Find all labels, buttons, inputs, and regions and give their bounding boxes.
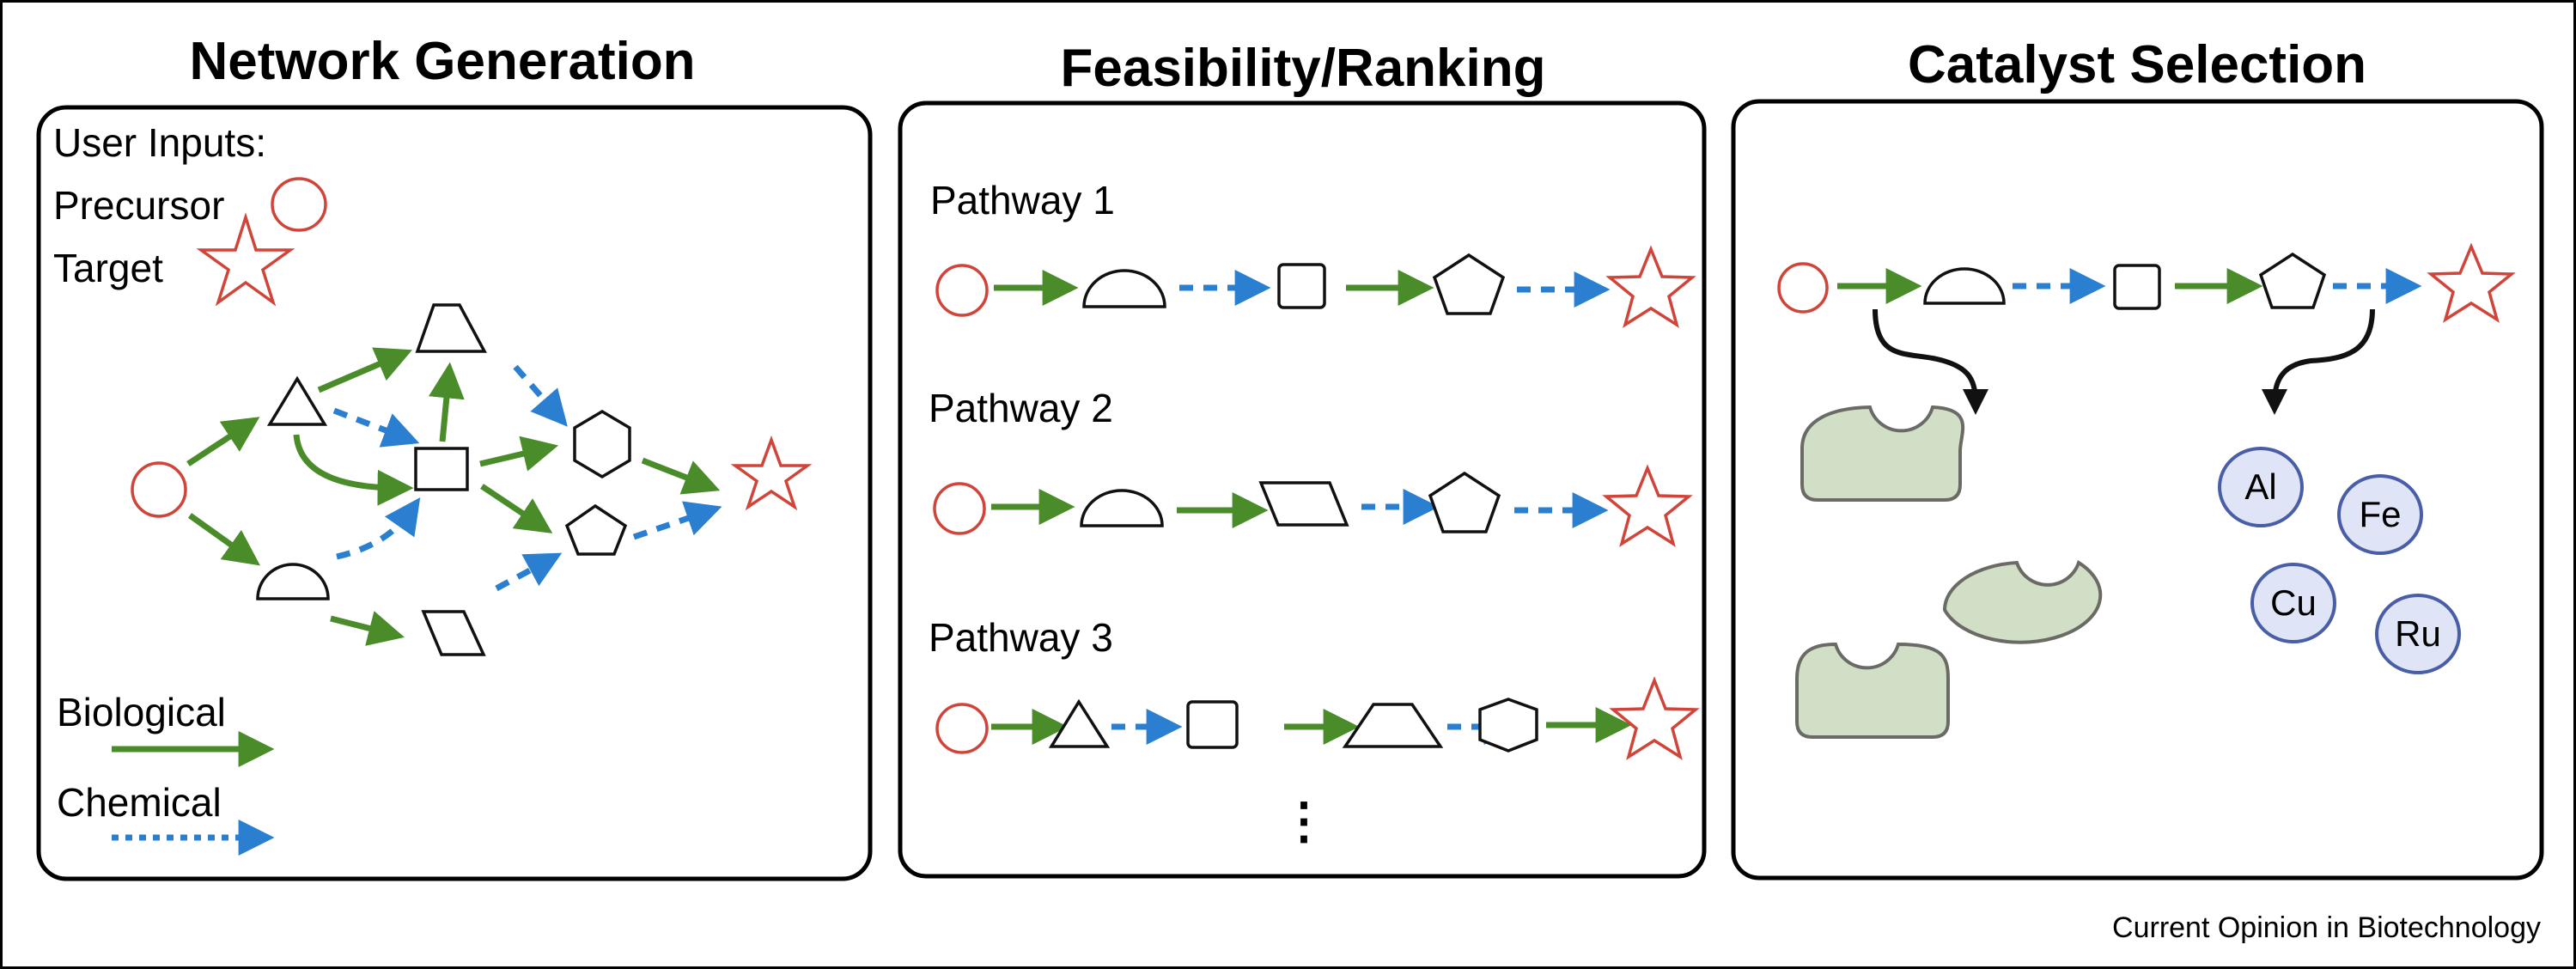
pentagon-node (1432, 253, 1506, 315)
edge-bio (317, 347, 413, 393)
hexagon-node (1478, 698, 1538, 753)
enzyme-icon (1800, 405, 1965, 502)
enzyme-selection-arrow-icon (1873, 308, 1988, 415)
pentagon-node (2258, 252, 2327, 309)
trapezoid-node (1342, 703, 1444, 748)
pathway-2: Pathway 2 (929, 386, 1693, 547)
target-star-icon (196, 212, 295, 307)
metal-fe: Fe (2337, 474, 2423, 555)
edge-chem (632, 501, 722, 540)
panel-title: Network Generation (189, 32, 695, 91)
hexagon-node (573, 409, 631, 479)
legend-biological-label: Biological (57, 690, 226, 734)
panel-title: Feasibility/Ranking (1060, 39, 1545, 98)
edge-chem (495, 552, 563, 592)
panel-feasibility-ranking: Feasibility/Ranking Pathway 1 Pathway 2 (898, 39, 1707, 879)
panel-catalyst-selection: Catalyst Selection Al (1731, 35, 2544, 881)
precursor-label: Precursor (53, 183, 224, 228)
pathway-label: Pathway 1 (930, 178, 1115, 222)
precursor-node (1777, 262, 1829, 314)
metal-label: Ru (2395, 613, 2441, 654)
precursor-node (935, 264, 989, 317)
square-node (414, 447, 469, 491)
edge-bio (330, 611, 405, 646)
target-label: Target (53, 246, 163, 290)
metal-selection-arrow-icon (2262, 308, 2375, 415)
target-node (1609, 676, 1700, 760)
square-node (2113, 264, 2161, 310)
panel-border (36, 105, 873, 881)
target-node (1602, 464, 1693, 547)
semicircle-node (1080, 489, 1164, 527)
edge-bio (186, 417, 260, 466)
metal-label: Al (2244, 466, 2276, 507)
metal-al: Al (2218, 447, 2304, 527)
metal-cu: Cu (2250, 563, 2336, 643)
target-node (1605, 245, 1696, 328)
panel-network-generation: Network Generation User Inputs: Precurso… (36, 32, 873, 881)
square-node (1277, 263, 1326, 309)
pathway-label: Pathway 2 (929, 386, 1113, 430)
enzyme-icon (1942, 559, 2103, 644)
edge-bio (641, 457, 721, 495)
precursor-node (935, 703, 989, 754)
pentagon-node (564, 503, 628, 556)
semicircle-node (1923, 267, 2006, 305)
precursor-circle-icon (271, 177, 327, 232)
precursor-node (933, 482, 986, 535)
pathway-1: Pathway 1 (930, 178, 1696, 328)
more-pathways-ellipsis: ⋮ (1279, 793, 1329, 849)
semicircle-node (1082, 269, 1166, 308)
triangle-node (266, 375, 328, 426)
reaction-network (131, 303, 813, 656)
edge-bio (480, 484, 553, 533)
edge-chem (513, 364, 568, 427)
enzyme-icon (1795, 642, 1950, 739)
parallelogram-node (421, 610, 486, 656)
metal-ru: Ru (2375, 594, 2461, 674)
pathway-3: Pathway 3 (929, 615, 1700, 760)
legend: Biological Chemical (57, 690, 275, 856)
pathway-label: Pathway 3 (929, 615, 1113, 660)
edge-bio (479, 436, 559, 472)
parallelogram-node (1258, 481, 1349, 527)
figure-caption: Current Opinion in Biotechnology (2112, 911, 2541, 944)
metal-catalyst-group: Al Fe Cu Ru (2218, 447, 2461, 674)
edge-chem (332, 407, 420, 448)
edge-bio (428, 362, 465, 442)
trapezoid-node (415, 303, 487, 353)
edge-chem (336, 497, 421, 560)
selected-pathway (1777, 242, 2516, 323)
enzyme-group (1795, 405, 2103, 739)
legend-chemical-label: Chemical (57, 780, 222, 825)
target-node (2427, 242, 2516, 323)
square-node (1186, 700, 1239, 749)
panel-title: Catalyst Selection (1908, 35, 2366, 94)
edge-bio (187, 513, 260, 566)
target-node (730, 435, 813, 511)
metal-label: Fe (2359, 494, 2401, 534)
metal-label: Cu (2270, 582, 2317, 623)
user-inputs-label: User Inputs: (53, 120, 266, 165)
edge-bio (293, 434, 414, 506)
pentagon-node (1428, 471, 1501, 533)
precursor-node (131, 461, 187, 518)
semicircle-node (256, 563, 330, 600)
triangle-node (1048, 698, 1111, 748)
